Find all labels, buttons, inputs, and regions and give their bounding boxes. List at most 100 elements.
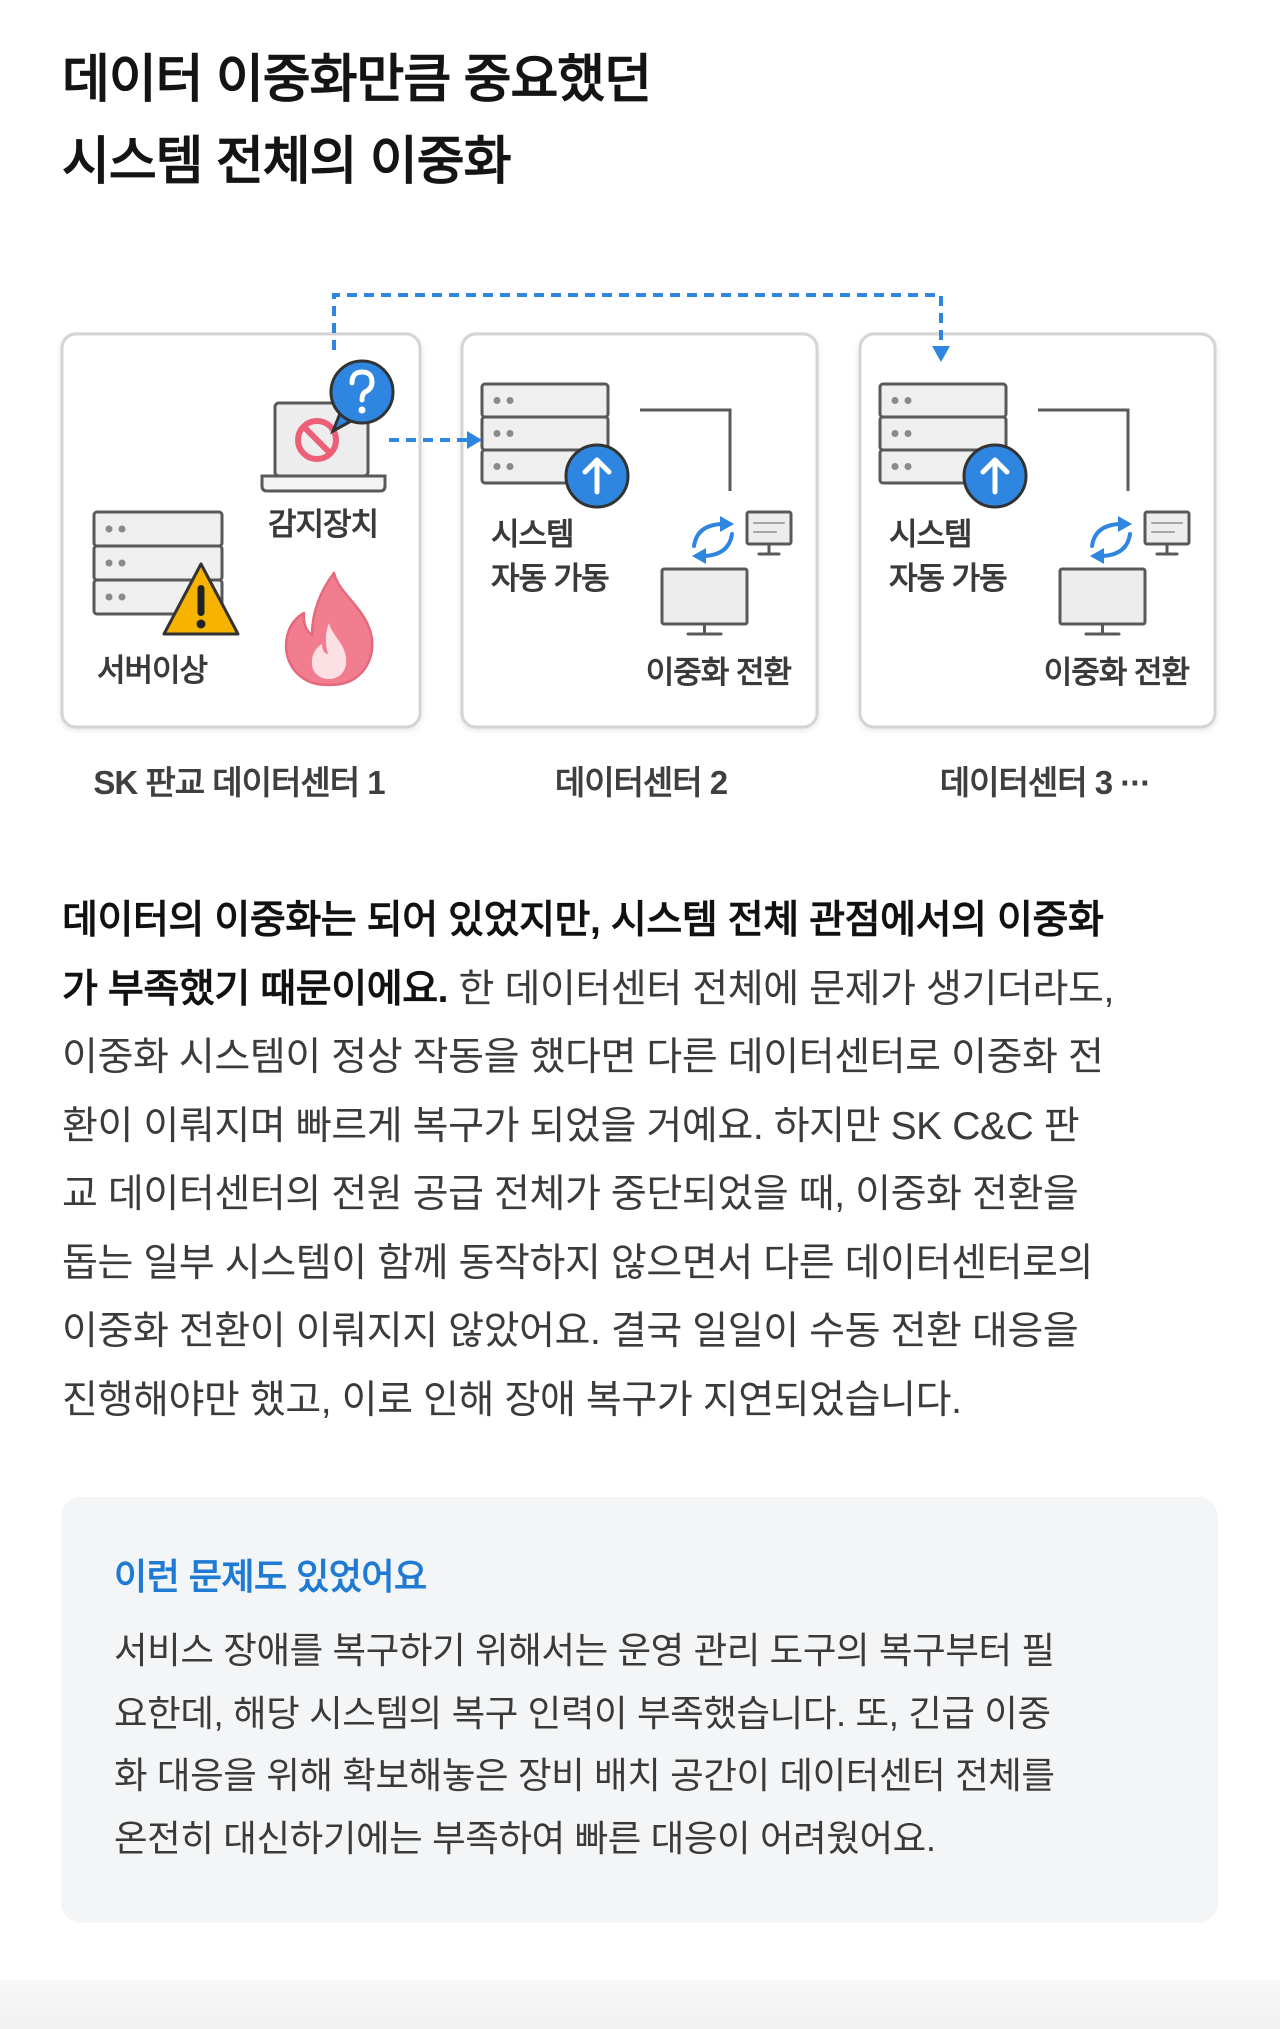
server-led-dot xyxy=(105,559,113,567)
article-title-line: 데이터 이중화만큼 중요했던 xyxy=(62,51,652,109)
server-led-dot xyxy=(904,463,912,470)
server-status-label: 서버이상 xyxy=(97,653,208,688)
prohibited-icon xyxy=(295,418,339,462)
swap-arrow-forward xyxy=(1090,522,1122,548)
swap-arrow-back-head xyxy=(1090,548,1104,564)
server-rack-unit xyxy=(480,382,610,419)
server-rack-unit xyxy=(878,382,1008,419)
system-label: 시스템 xyxy=(491,517,574,552)
article-body: 데이터의 이중화는 되어 있었지만, 시스템 전체 관점에서의 이중화 가 부족… xyxy=(62,887,1114,1435)
large-monitor-screen xyxy=(660,567,749,626)
switch-label: 이중화 전환 xyxy=(1044,655,1190,690)
detector-label: 감지장치 xyxy=(268,507,378,542)
server-led-dot xyxy=(891,430,899,437)
fire-icon xyxy=(284,571,374,687)
datacenter-2: 시스템 자동 가동 이중화 전환 데이터센터 2 xyxy=(460,332,819,801)
question-bubble-icon xyxy=(329,359,395,435)
body-text-segment: 한 데이터센터 전체에 문제가 생기더라도, xyxy=(448,967,1115,1011)
article-title: 데이터 이중화만큼 중요했던 시스템 전체의 이중화 xyxy=(62,39,652,203)
swap-arrow-back-head xyxy=(692,548,706,564)
system-label: 자동 가동 xyxy=(491,561,609,596)
swap-arrows-icon xyxy=(692,516,734,564)
prohibited-slash xyxy=(301,424,333,456)
warning-exclamation-bar xyxy=(197,585,205,616)
server-to-monitor-connector xyxy=(640,408,732,491)
body-text-segment: 이중화 전환이 이뤄지지 않았어요. 결국 일일이 수동 전환 대응을 xyxy=(62,1310,1079,1353)
section-divider-band xyxy=(0,1980,1280,2029)
body-text-segment: 환이 이뤄지며 빠르게 복구가 되었을 거예요. 하지만 SK C&C 판 xyxy=(62,1104,1080,1148)
server-rack-unit xyxy=(92,510,224,548)
datacenter-1-caption: SK 판교 데이터센터 1 xyxy=(93,764,385,801)
server-led-dot xyxy=(904,397,912,404)
system-label: 시스템 xyxy=(889,517,972,552)
swap-arrow-back xyxy=(702,532,734,558)
detector-arrowhead xyxy=(467,431,482,449)
server-led-dot xyxy=(506,463,514,470)
laptop-base xyxy=(260,474,387,493)
server-led-dot xyxy=(493,463,501,470)
server-led-dot xyxy=(493,430,501,437)
swap-arrow-forward-head xyxy=(1118,516,1132,532)
callout-title: 이런 문제도 있었어요 xyxy=(114,1556,427,1597)
body-line: 환이 이뤄지며 빠르게 복구가 되었을 거예요. 하지만 SK C&C 판 xyxy=(62,1093,1114,1162)
body-emphasis: 가 부족했기 때문이에요. xyxy=(62,967,449,1011)
body-line: 데이터의 이중화는 되어 있었지만, 시스템 전체 관점에서의 이중화 xyxy=(62,887,1114,956)
server-led-dot xyxy=(493,397,501,404)
switch-label: 이중화 전환 xyxy=(646,655,792,690)
swap-arrows-icon xyxy=(1090,516,1132,564)
flame-inner xyxy=(311,623,347,679)
up-arrow-head xyxy=(980,457,1010,475)
system-label: 자동 가동 xyxy=(889,561,1007,596)
failover-arrowhead xyxy=(932,346,950,362)
callout-line: 화 대응을 위해 확보해놓은 장비 배치 공간이 데이터센터 전체를 xyxy=(114,1755,1055,1797)
up-arrow-icon xyxy=(962,443,1028,509)
small-monitor-screen xyxy=(1143,510,1191,546)
prohibited-ring xyxy=(295,418,339,462)
large-monitor-screen xyxy=(1058,567,1147,626)
body-text-segment: 진행해야만 했고, 이로 인해 장애 복구가 지연되었습니다. xyxy=(62,1378,962,1422)
body-line: 이중화 시스템이 정상 작동을 했다면 다른 데이터센터로 이중화 전 xyxy=(62,1024,1114,1093)
swap-arrow-forward-head xyxy=(720,516,734,532)
failover-dashed-line xyxy=(332,293,943,350)
question-mark-glyph xyxy=(349,369,375,403)
monitor-icon xyxy=(660,510,793,636)
server-led-dot xyxy=(506,397,514,404)
body-text-segment: 돕는 일부 시스템이 함께 동작하지 않으면서 다른 데이터센터로의 xyxy=(62,1241,1094,1285)
datacenter-1: 감지장치 서버이상 SK 판교 데이터센터 1 xyxy=(60,332,422,801)
server-led-dot xyxy=(118,593,126,601)
server-led-dot xyxy=(105,593,113,601)
datacenter-3: 시스템 자동 가동 이중화 전환 데이터센터 3 ··· xyxy=(858,332,1217,801)
server-led-dot xyxy=(506,430,514,437)
body-text-segment: 교 데이터센터의 전원 공급 전체가 중단되었을 때, 이중화 전환을 xyxy=(62,1173,1079,1216)
body-text-segment: 이중화 시스템이 정상 작동을 했다면 다른 데이터센터로 이중화 전 xyxy=(62,1036,1104,1079)
body-emphasis: 데이터의 이중화는 되어 있었지만, 시스템 전체 관점에서의 이중화 xyxy=(62,899,1104,942)
body-line: 교 데이터센터의 전원 공급 전체가 중단되었을 때, 이중화 전환을 xyxy=(62,1161,1114,1230)
server-led-dot xyxy=(118,525,126,533)
redundancy-diagram: 감지장치 서버이상 SK 판교 데이터센터 1 xyxy=(60,293,1217,801)
monitor-icon xyxy=(1058,510,1191,636)
detector-connector xyxy=(389,431,482,449)
body-line: 진행해야만 했고, 이로 인해 장애 복구가 지연되었습니다. xyxy=(62,1367,1114,1436)
warning-exclamation-dot xyxy=(196,619,206,629)
server-led-dot xyxy=(891,463,899,470)
datacenter-2-caption: 데이터센터 2 xyxy=(555,764,728,801)
server-to-monitor-connector xyxy=(1038,408,1130,491)
swap-arrow-back xyxy=(1100,532,1132,558)
callout-body: 서비스 장애를 복구하기 위해서는 운영 관리 도구의 복구부터 필 요한데, … xyxy=(114,1620,1055,1870)
question-mark-dot xyxy=(358,406,366,414)
callout-line: 요한데, 해당 시스템의 복구 인력이 부족했습니다. 또, 긴급 이중 xyxy=(114,1692,1051,1734)
warning-icon xyxy=(162,562,240,636)
datacenter-3-caption: 데이터센터 3 ··· xyxy=(940,764,1150,801)
server-led-dot xyxy=(904,430,912,437)
callout-line: 온전히 대신하기에는 부족하여 빠른 대응이 어려웠어요. xyxy=(114,1817,936,1859)
callout-line: 서비스 장애를 복구하기 위해서는 운영 관리 도구의 복구부터 필 xyxy=(114,1630,1055,1671)
body-line: 돕는 일부 시스템이 함께 동작하지 않으면서 다른 데이터센터로의 xyxy=(62,1230,1114,1299)
server-led-dot xyxy=(118,559,126,567)
article-title-line: 시스템 전체의 이중화 xyxy=(62,133,511,191)
failover-connector xyxy=(332,293,950,362)
up-arrow-icon xyxy=(564,443,630,509)
server-led-dot xyxy=(105,525,113,533)
up-arrow-head xyxy=(582,457,612,475)
body-line: 가 부족했기 때문이에요. 한 데이터센터 전체에 문제가 생기더라도, xyxy=(62,956,1114,1025)
